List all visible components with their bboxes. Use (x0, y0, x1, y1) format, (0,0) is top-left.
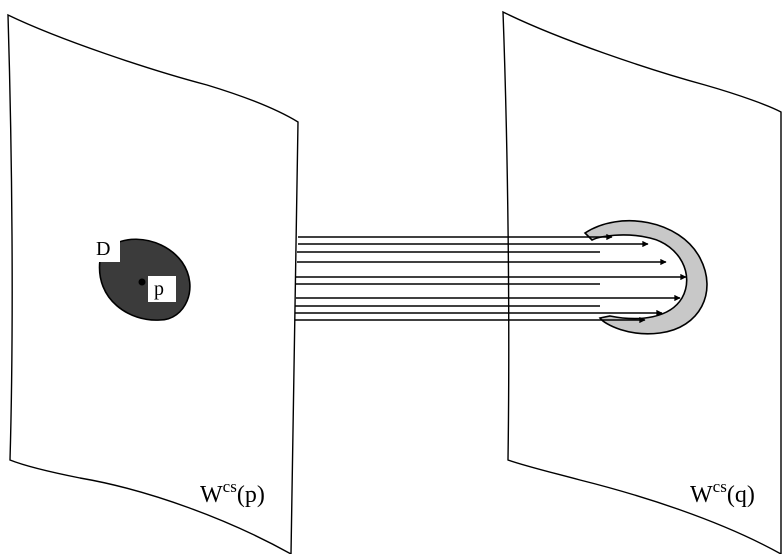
point-p (138, 278, 146, 286)
point-label-bg (148, 276, 176, 302)
right-leaf-sheet (502, 10, 782, 554)
right-leaf-label-arg: (q) (727, 482, 755, 508)
left-leaf-label-arg: (p) (237, 482, 265, 508)
right-leaf-label-base: W (690, 482, 713, 508)
left-leaf-label-base: W (200, 482, 223, 508)
flow-tube (295, 233, 687, 324)
left-leaf-label: Wcs(p) (200, 477, 265, 508)
point-label: p (154, 278, 164, 300)
left-leaf-label-sup: cs (223, 477, 237, 496)
right-leaf-label: Wcs(q) (690, 477, 755, 508)
disk-label-bg (90, 236, 120, 262)
disk-label: D (96, 238, 110, 260)
right-leaf-label-sup: cs (713, 477, 727, 496)
